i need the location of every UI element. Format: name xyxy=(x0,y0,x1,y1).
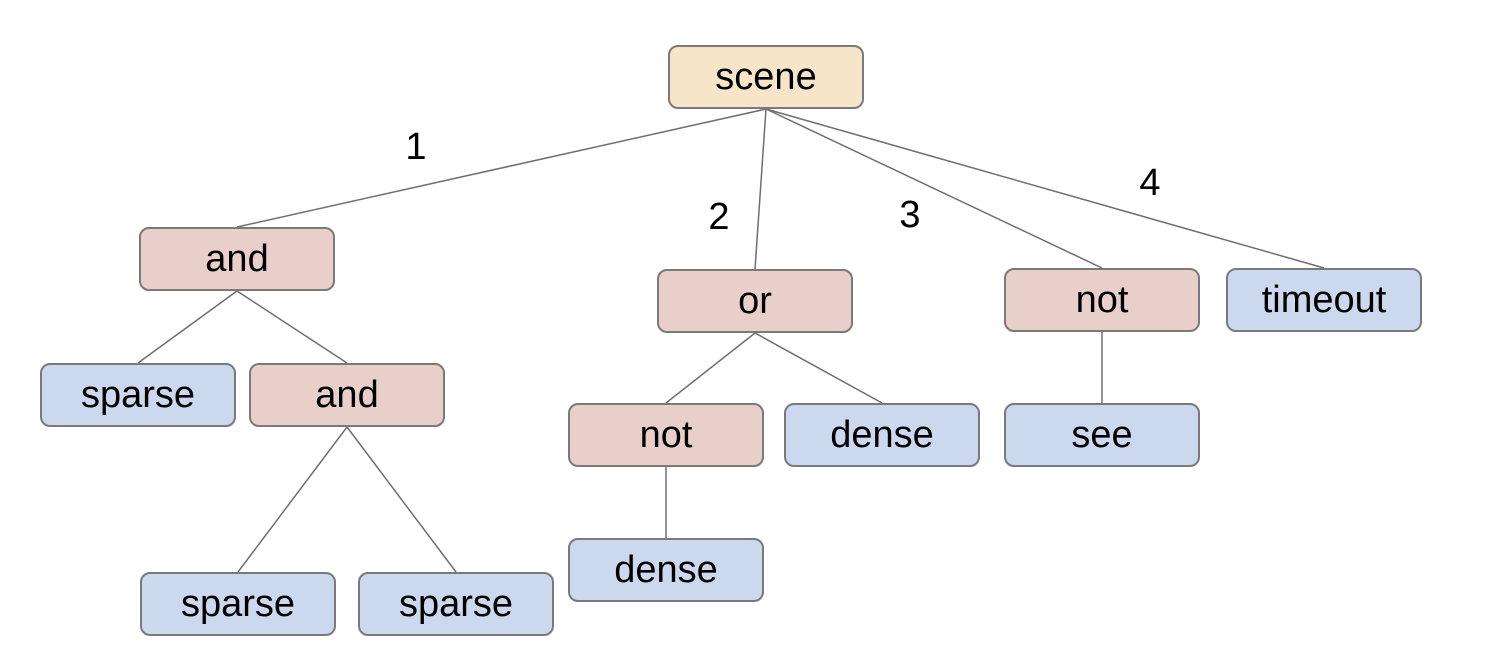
node-not1: not xyxy=(568,403,764,467)
node-or1: or xyxy=(657,269,853,333)
edge-or1-dense1 xyxy=(754,332,883,404)
edge-and1-and2 xyxy=(236,290,348,364)
edge-label-2: 2 xyxy=(708,196,730,238)
edge-scene-not2 xyxy=(765,108,1103,269)
node-sparse2: sparse xyxy=(140,572,336,636)
node-sparse3: sparse xyxy=(358,572,554,636)
node-not2: not xyxy=(1004,268,1200,332)
edge-label-4: 4 xyxy=(1139,162,1161,204)
edge-scene-or1 xyxy=(754,108,767,270)
edge-label-1: 1 xyxy=(405,126,427,168)
node-sparse1: sparse xyxy=(40,363,236,427)
edge-scene-and1 xyxy=(236,108,767,228)
edge-and2-sparse2 xyxy=(237,426,348,573)
edge-or1-not1 xyxy=(665,332,756,404)
node-scene: scene xyxy=(668,45,864,109)
edge-and2-sparse3 xyxy=(346,426,457,573)
node-dense2: dense xyxy=(568,538,764,602)
node-dense1: dense xyxy=(784,403,980,467)
node-and1: and xyxy=(139,227,335,291)
node-timeout1: timeout xyxy=(1226,268,1422,332)
edge-scene-timeout1 xyxy=(765,108,1325,269)
node-and2: and xyxy=(249,363,445,427)
edge-and1-sparse1 xyxy=(137,290,238,364)
edge-label-3: 3 xyxy=(899,194,921,236)
node-see1: see xyxy=(1004,403,1200,467)
